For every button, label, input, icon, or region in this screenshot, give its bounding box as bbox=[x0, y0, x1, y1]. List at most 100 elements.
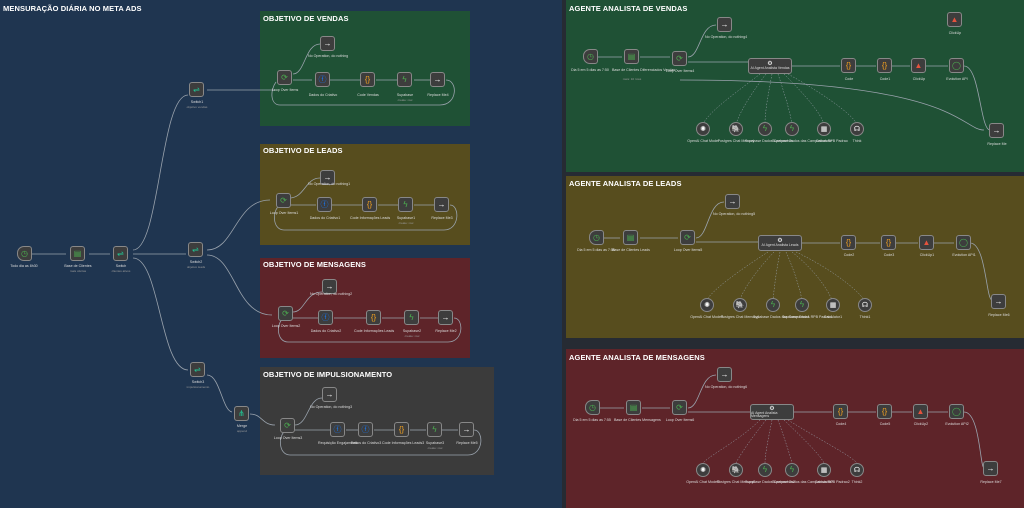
leads-noop-node[interactable]: → bbox=[320, 170, 335, 185]
agent-messages-clickup-node[interactable]: ▲ bbox=[913, 404, 928, 419]
agent-messages-loop-node[interactable]: ⟳ bbox=[672, 400, 687, 415]
leads-supa-node[interactable]: ϟ bbox=[398, 197, 413, 212]
messages-code-node[interactable]: {} bbox=[366, 310, 381, 325]
agent-sales-tool-supa2[interactable]: ϟ bbox=[785, 122, 799, 136]
agent-leads-ai-node[interactable]: ⚙AI Agent Analista Leads bbox=[758, 235, 802, 251]
sales-loop-node[interactable]: ⟳ bbox=[277, 70, 292, 85]
agent-messages-tool-supa2[interactable]: ϟ bbox=[785, 463, 799, 477]
elephant-icon: 🐘 bbox=[735, 301, 745, 309]
agent-sales-tool-openai[interactable]: ✺ bbox=[696, 122, 710, 136]
agent-sales-evolution-node[interactable]: ◯ bbox=[949, 58, 964, 73]
code-braces-icon: {} bbox=[885, 237, 892, 247]
agent-sales-clickup2-node[interactable]: ▲ bbox=[947, 12, 962, 27]
brain-icon: ☊ bbox=[853, 466, 861, 474]
switch-icon: ⇌ bbox=[192, 244, 199, 254]
merge-sub: append bbox=[236, 429, 247, 433]
boost-noop-node[interactable]: → bbox=[322, 387, 337, 402]
code-braces-icon: {} bbox=[881, 60, 888, 70]
agent-leads-tool-openai[interactable]: ✺ bbox=[700, 298, 714, 312]
agent-sales-tool-supa1[interactable]: ϟ bbox=[758, 122, 772, 136]
agent-sales-trigger-node[interactable]: ◷ bbox=[583, 49, 598, 64]
agent-leads-tool-postgres[interactable]: 🐘 bbox=[733, 298, 747, 312]
agent-sales-tool-think[interactable]: ☊ bbox=[850, 122, 864, 136]
agent-leads-db-node[interactable]: ▤ bbox=[623, 230, 638, 245]
agent-leads-trigger-node[interactable]: ◷ bbox=[589, 230, 604, 245]
agent-messages-evolution-node[interactable]: ◯ bbox=[949, 404, 964, 419]
agent-messages-tool-think[interactable]: ☊ bbox=[850, 463, 864, 477]
leads-replace-node[interactable]: → bbox=[434, 197, 449, 212]
agent-sales-tool-calc[interactable]: ▦ bbox=[817, 122, 831, 136]
agent-leads-tool-supa2[interactable]: ϟ bbox=[795, 298, 809, 312]
boost-replace-node[interactable]: → bbox=[459, 422, 474, 437]
agent-leads-noop-node[interactable]: → bbox=[725, 194, 740, 209]
schedule-trigger-node[interactable]: ◷ bbox=[17, 246, 32, 261]
agent-leads-tool-supa1[interactable]: ϟ bbox=[766, 298, 780, 312]
messages-replace-node[interactable]: → bbox=[438, 310, 453, 325]
sales-fb-node[interactable]: ⓕ bbox=[315, 72, 330, 87]
agent-leads-evolution-node[interactable]: ◯ bbox=[956, 235, 971, 250]
boost-loop-node[interactable]: ⟳ bbox=[280, 418, 295, 433]
switch2-node[interactable]: ⇌ bbox=[188, 242, 203, 257]
database-node[interactable]: ▤ bbox=[70, 246, 85, 261]
sales-noop-node[interactable]: → bbox=[320, 36, 335, 51]
merge-icon: ⋔ bbox=[238, 408, 245, 418]
leads-loop-node[interactable]: ⟳ bbox=[276, 193, 291, 208]
agent-messages-ai-node[interactable]: ⚙AI Agent Analista Mensagens bbox=[750, 404, 794, 420]
agent-sales-ai-node[interactable]: ⚙AI Agent Analista Vendas bbox=[748, 58, 792, 74]
agent-messages-tool-supa1[interactable]: ϟ bbox=[758, 463, 772, 477]
messages-loop-node[interactable]: ⟳ bbox=[278, 306, 293, 321]
agent-messages-db-node[interactable]: ▤ bbox=[626, 400, 641, 415]
leads-fb-label: Dados do Criativo1 bbox=[309, 216, 341, 220]
agent-leads-code1-node[interactable]: {} bbox=[841, 235, 856, 250]
switch-node[interactable]: ⇌ bbox=[113, 246, 128, 261]
sales-supa-node[interactable]: ϟ bbox=[397, 72, 412, 87]
sales-replace-label: Replace Me4 bbox=[427, 93, 449, 97]
agent-leads-tool-supa1-label: Supabase Dados das Campanhas1 bbox=[753, 315, 810, 319]
agent-messages-noop-node[interactable]: → bbox=[717, 367, 732, 382]
agent-messages-trigger-node[interactable]: ◷ bbox=[585, 400, 600, 415]
agent-leads-clickup-node[interactable]: ▲ bbox=[919, 235, 934, 250]
supabase-icon: ϟ bbox=[409, 312, 414, 322]
agent-messages-tool-calc[interactable]: ▦ bbox=[817, 463, 831, 477]
code-braces-icon: {} bbox=[837, 406, 844, 416]
agent-messages-code1-node[interactable]: {} bbox=[833, 404, 848, 419]
agent-sales-replace-node[interactable]: → bbox=[989, 123, 1004, 138]
agent-sales-code2-node[interactable]: {} bbox=[877, 58, 892, 73]
agent-messages-noop-label: No Operation, do nothing6 bbox=[705, 385, 748, 389]
agent-leads-loop-node[interactable]: ⟳ bbox=[680, 230, 695, 245]
agent-leads-tool-calc[interactable]: ▦ bbox=[826, 298, 840, 312]
agent-messages-tool-postgres[interactable]: 🐘 bbox=[729, 463, 743, 477]
agent-sales-tool-postgres[interactable]: 🐘 bbox=[729, 122, 743, 136]
leads-code-node[interactable]: {} bbox=[362, 197, 377, 212]
switch3-node[interactable]: ⇌ bbox=[190, 362, 205, 377]
sales-replace-node[interactable]: → bbox=[430, 72, 445, 87]
merge-node[interactable]: ⋔ bbox=[234, 406, 249, 421]
messages-supa-node[interactable]: ϟ bbox=[404, 310, 419, 325]
agent-messages-replace-node[interactable]: → bbox=[983, 461, 998, 476]
boost-request-node[interactable]: ⓕ bbox=[330, 422, 345, 437]
agent-sales-clickup-node[interactable]: ▲ bbox=[911, 58, 926, 73]
sales-supa-sub: create: row bbox=[397, 98, 413, 102]
switch1-label: Switch1 bbox=[190, 100, 204, 104]
sales-code-node[interactable]: {} bbox=[360, 72, 375, 87]
messages-fb-node[interactable]: ⓕ bbox=[318, 310, 333, 325]
agent-sales-code1-node[interactable]: {} bbox=[841, 58, 856, 73]
arrow-icon: → bbox=[323, 172, 332, 182]
switch1-node[interactable]: ⇌ bbox=[189, 82, 204, 97]
boost-code-node[interactable]: {} bbox=[394, 422, 409, 437]
agent-sales-noop-label: No Operation, do nothing4 bbox=[705, 35, 748, 39]
leads-fb-node[interactable]: ⓕ bbox=[317, 197, 332, 212]
agent-sales-db-node[interactable]: ▤ bbox=[624, 49, 639, 64]
boost-supa-node[interactable]: ϟ bbox=[427, 422, 442, 437]
agent-leads-code1-label: Code2 bbox=[843, 253, 855, 257]
messages-noop-node[interactable]: → bbox=[322, 279, 337, 294]
agent-sales-noop-node[interactable]: → bbox=[717, 17, 732, 32]
agent-sales-loop-node[interactable]: ⟳ bbox=[672, 51, 687, 66]
agent-leads-replace-node[interactable]: → bbox=[991, 294, 1006, 309]
agent-leads-code2-node[interactable]: {} bbox=[881, 235, 896, 250]
agent-messages-tool-openai[interactable]: ✺ bbox=[696, 463, 710, 477]
sales-noop-label: No Operation, do nothing bbox=[308, 54, 349, 58]
agent-leads-tool-think[interactable]: ☊ bbox=[858, 298, 872, 312]
agent-messages-code2-node[interactable]: {} bbox=[877, 404, 892, 419]
boost-fb-node[interactable]: ⓕ bbox=[358, 422, 373, 437]
